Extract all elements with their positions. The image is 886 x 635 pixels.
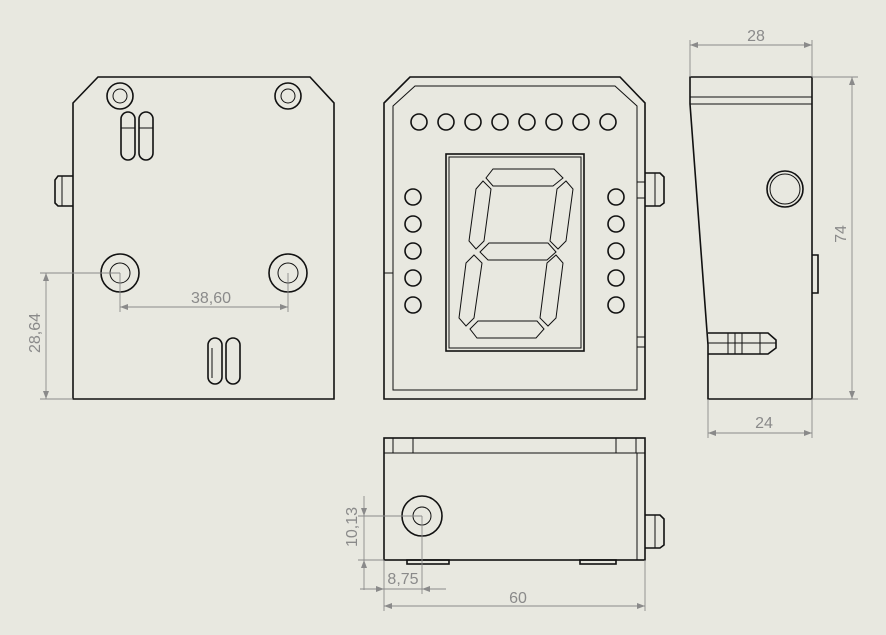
seven-segment-display: [445, 153, 585, 352]
side-view: [689, 76, 819, 400]
led-column-right: [607, 188, 625, 314]
bottom-dimensions: 10,13 8,75 60: [344, 496, 646, 611]
rear-view: [54, 76, 335, 400]
dim-28-64: 28,64: [27, 313, 44, 353]
dim-28: 28: [747, 28, 765, 45]
dim-60: 60: [509, 590, 527, 607]
led-row-top: [410, 113, 617, 131]
rear-dimensions: 38,60 28,64: [27, 272, 289, 400]
dim-10-13: 10,13: [344, 507, 361, 547]
led-column-left: [404, 188, 422, 314]
dim-38-60: 38,60: [191, 290, 231, 307]
dim-74: 74: [833, 225, 850, 243]
front-view: [383, 76, 665, 400]
dim-24: 24: [755, 415, 773, 432]
dim-8-75: 8,75: [387, 571, 418, 588]
bottom-view: [383, 437, 665, 565]
side-dimensions: 28 74 24: [689, 28, 858, 438]
